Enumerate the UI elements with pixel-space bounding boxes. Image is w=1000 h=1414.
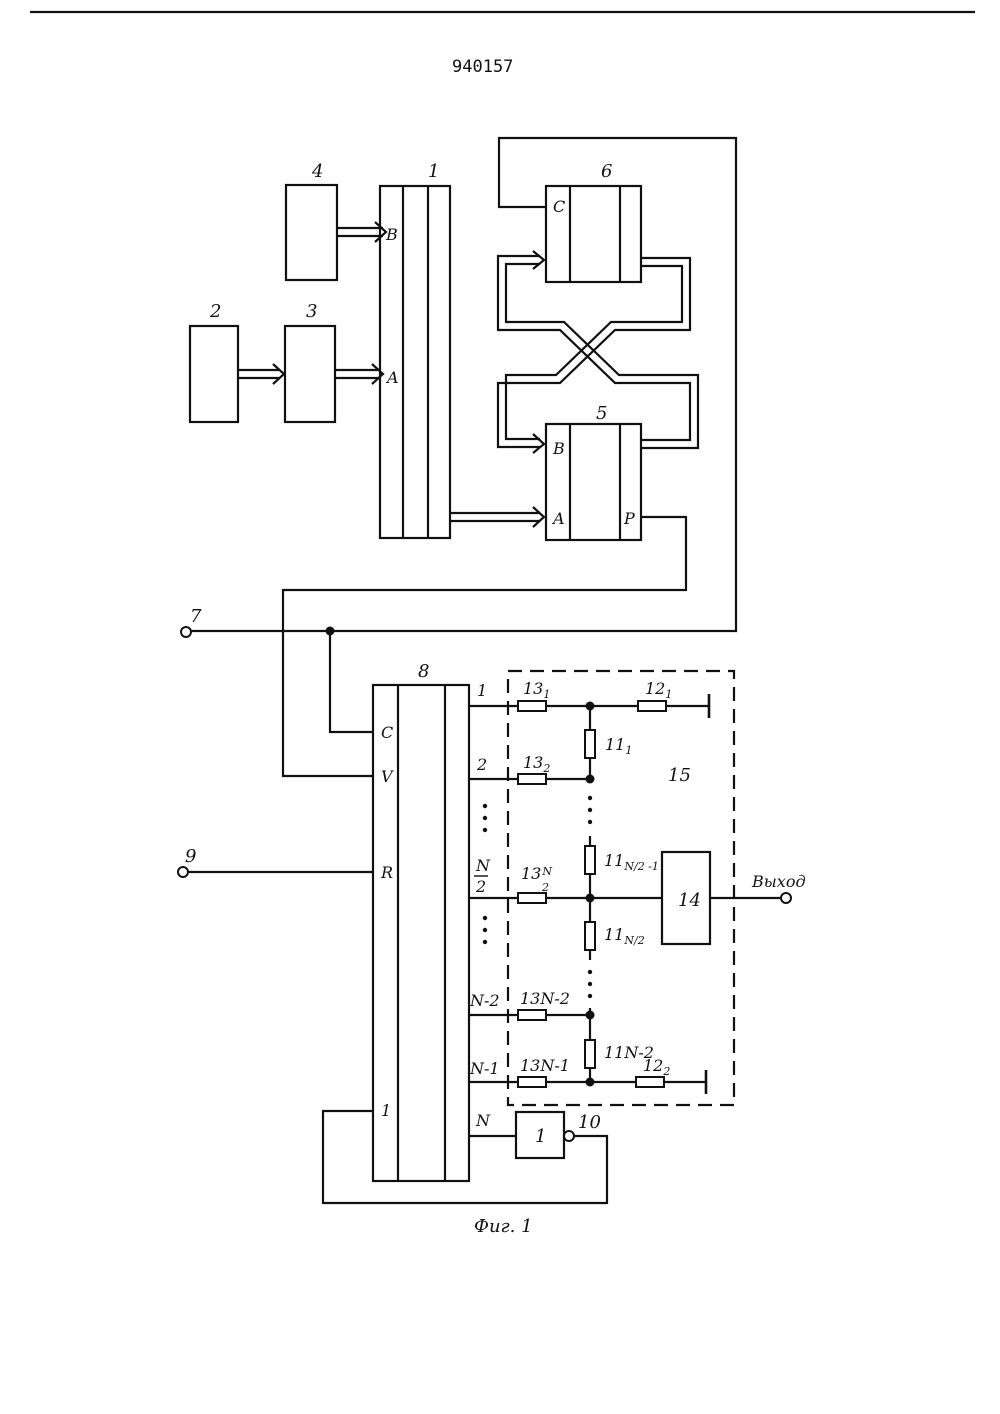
block-14-label: 14 xyxy=(678,890,701,911)
label-12-1: 121 xyxy=(645,679,672,701)
output-n2-den: 2 xyxy=(475,877,486,896)
label-12-2: 122 xyxy=(643,1056,670,1078)
label-11-1: 111 xyxy=(605,735,632,757)
block-1-port-a: A xyxy=(385,368,399,387)
block-4 xyxy=(286,185,337,280)
bus-3-to-1 xyxy=(335,364,383,384)
resistor-11-a xyxy=(585,846,595,874)
terminal-7-label: 7 xyxy=(190,606,202,627)
block-5-port-p: P xyxy=(623,509,635,528)
output-nm2-label: N-2 xyxy=(469,991,500,1010)
resistor-12-2 xyxy=(636,1077,664,1087)
wire-7-to-6c xyxy=(189,138,736,631)
block-8-port-c: C xyxy=(381,723,393,742)
inverter-label: 1 xyxy=(535,1126,546,1147)
block-8-port-r: R xyxy=(380,863,393,882)
output-terminal xyxy=(781,893,791,903)
block-5-label: 5 xyxy=(596,403,607,424)
terminal-9 xyxy=(178,867,188,877)
block-6-port-c: C xyxy=(553,197,565,216)
bus-1-to-5 xyxy=(450,507,544,527)
block-8-port-v: V xyxy=(381,767,394,786)
label-13-nm2: 13N-2 xyxy=(520,989,570,1008)
inverter-bubble xyxy=(564,1131,574,1141)
label-13-2: 132 xyxy=(523,753,550,775)
block-2 xyxy=(190,326,238,422)
output-2-label: 2 xyxy=(476,755,487,774)
figure-caption: Фиг. 1 xyxy=(474,1216,533,1237)
block-8-label: 8 xyxy=(418,661,429,682)
node-1 xyxy=(586,702,595,711)
junction-7 xyxy=(326,627,335,636)
label-13-nm1: 13N-1 xyxy=(520,1056,570,1075)
output-ellipsis-lower xyxy=(483,916,487,944)
output-nm1-label: N-1 xyxy=(469,1059,500,1078)
ladder-ellipsis-upper xyxy=(588,796,592,824)
resistor-12-1 xyxy=(638,701,666,711)
page-number: 940157 xyxy=(452,57,513,77)
block-15-label: 15 xyxy=(668,765,691,786)
block-6-label: 6 xyxy=(601,161,612,182)
node-nm1 xyxy=(586,1078,595,1087)
terminal-9-label: 9 xyxy=(185,846,196,867)
resistor-11-1 xyxy=(585,730,595,758)
resistor-11-b xyxy=(585,922,595,950)
resistor-13-nm1 xyxy=(518,1077,546,1087)
resistor-13-1 xyxy=(518,701,546,711)
resistor-11-nm2 xyxy=(585,1040,595,1068)
output-1-label: 1 xyxy=(477,681,487,700)
bus-4-to-1 xyxy=(337,222,386,242)
block-1-port-b: B xyxy=(385,225,398,244)
block-4-label: 4 xyxy=(311,161,323,182)
terminal-7 xyxy=(181,627,191,637)
label-11-b: 11N/2 xyxy=(604,925,645,947)
block-3 xyxy=(285,326,335,422)
node-2 xyxy=(586,775,595,784)
block-2-label: 2 xyxy=(209,301,221,322)
output-n2-num: N xyxy=(475,856,491,875)
resistor-13-2 xyxy=(518,774,546,784)
resistor-13-nm2 xyxy=(518,1010,546,1020)
output-n-label: N xyxy=(475,1111,491,1130)
block-5-port-a: A xyxy=(551,509,565,528)
output-label: Выход xyxy=(751,872,806,891)
label-13-n2-den: 2 xyxy=(541,881,549,894)
output-ellipsis-upper xyxy=(483,804,487,832)
node-nm2 xyxy=(586,1011,595,1020)
wire-5p-to-8v xyxy=(283,517,686,776)
block-1-label: 1 xyxy=(428,161,439,182)
block-8-port-1: 1 xyxy=(381,1101,391,1120)
ladder-ellipsis-lower xyxy=(588,970,592,998)
resistor-13-n2 xyxy=(518,893,546,903)
block-5-port-b: B xyxy=(552,439,565,458)
node-n2 xyxy=(586,894,595,903)
block-10-label: 10 xyxy=(578,1112,601,1133)
label-13-1: 131 xyxy=(523,679,550,701)
block-3-label: 3 xyxy=(306,301,317,322)
bus-2-to-3 xyxy=(238,364,284,384)
wire-7-to-8c xyxy=(330,631,373,732)
label-11-a: 11N/2 -1 xyxy=(604,851,659,873)
